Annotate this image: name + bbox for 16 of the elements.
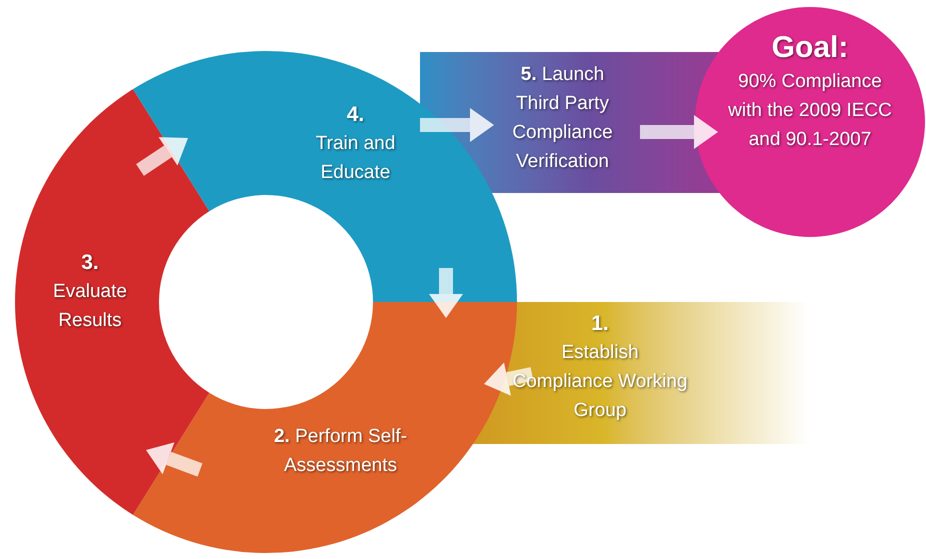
step-number: 4. — [346, 102, 364, 128]
arrow — [640, 115, 718, 149]
step-text: 5. Launch Third Party Compliance Verification — [511, 63, 614, 174]
step-text: Establish Compliance Working Group — [512, 341, 688, 423]
arrow — [429, 268, 463, 318]
step-text: Train and Educate — [314, 132, 396, 185]
step-number: 3. — [81, 250, 99, 276]
step-text: 2. Perform Self-Assessments — [272, 425, 408, 478]
arrow — [146, 442, 202, 477]
arrow — [420, 108, 494, 142]
step-text: Evaluate Results — [52, 280, 128, 333]
arrow — [484, 362, 534, 396]
goal-heading: Goal: — [772, 30, 848, 66]
arrow — [136, 137, 188, 176]
goal-text: 90% Compliance with the 2009 IECC and 90.1-2007 — [727, 70, 893, 152]
step-number: 1. — [591, 311, 609, 337]
